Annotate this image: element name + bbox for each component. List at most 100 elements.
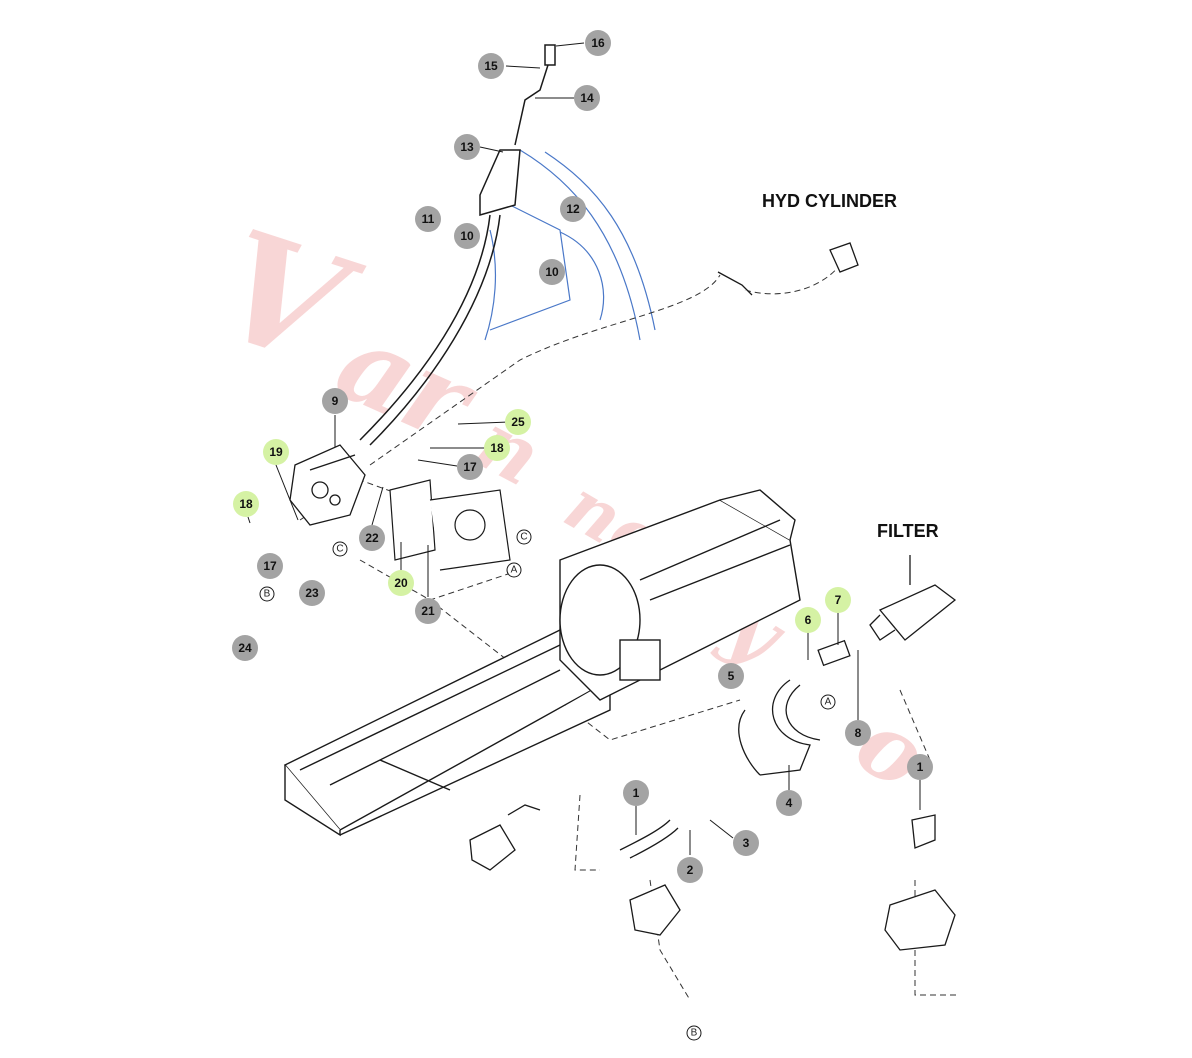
callout-circle	[825, 587, 851, 613]
connector-letter: B	[264, 589, 271, 600]
connector-circle	[820, 694, 836, 710]
callout-15: 15	[478, 53, 504, 79]
callout-10: 10	[454, 223, 480, 249]
callout-number: 24	[238, 641, 252, 655]
callout-number: 21	[421, 604, 435, 618]
callout-circle	[359, 525, 385, 551]
connector-letter: A	[825, 697, 832, 708]
callout-number: 17	[263, 559, 277, 573]
callout-number: 18	[490, 441, 504, 455]
pump-center	[619, 819, 681, 936]
connector-letter: C	[520, 532, 527, 543]
callout-number: 18	[239, 497, 253, 511]
callout-7: 7	[825, 587, 851, 613]
control-valve	[289, 444, 366, 526]
callout-number: 9	[332, 394, 339, 408]
callout-number: 7	[835, 593, 842, 607]
svg-text:ar: ar	[319, 296, 496, 469]
callout-19: 19	[263, 439, 289, 465]
connector-c: C	[332, 541, 348, 557]
callout-circle	[454, 223, 480, 249]
callout-21: 21	[415, 598, 441, 624]
connector-letter: A	[511, 565, 518, 576]
callout-markers: 1615141312111010925181719181722232021247…	[232, 30, 933, 883]
callout-16: 16	[585, 30, 611, 56]
callout-number: 1	[633, 786, 640, 800]
callout-circle	[907, 754, 933, 780]
pump-left	[469, 804, 541, 871]
connector-circle	[516, 529, 532, 545]
callout-circle	[560, 196, 586, 222]
callout-number: 17	[463, 460, 477, 474]
callout-number: 23	[305, 586, 319, 600]
callout-17: 17	[257, 553, 283, 579]
callout-23: 23	[299, 580, 325, 606]
leader-lines	[247, 42, 921, 855]
callout-2: 2	[677, 857, 703, 883]
connector-markers: C C A A B B	[259, 529, 836, 1041]
callout-8: 8	[845, 720, 871, 746]
connector-circle	[686, 1025, 702, 1041]
callout-25: 25	[505, 409, 531, 435]
cab-outline	[484, 149, 656, 341]
callout-18: 18	[484, 435, 510, 461]
connector-letter: B	[691, 1028, 698, 1039]
callout-circle	[585, 30, 611, 56]
callout-circle	[574, 85, 600, 111]
pump-right	[884, 814, 956, 951]
callout-circle	[232, 635, 258, 661]
connector-b: B	[259, 586, 275, 602]
callout-9: 9	[322, 388, 348, 414]
callout-circle	[457, 454, 483, 480]
callout-number: 25	[511, 415, 525, 429]
callout-1: 1	[623, 780, 649, 806]
callout-11: 11	[415, 206, 441, 232]
callout-13: 13	[454, 134, 480, 160]
callout-number: 6	[805, 613, 812, 627]
callout-circle	[322, 388, 348, 414]
callout-12: 12	[560, 196, 586, 222]
control-lever	[359, 44, 556, 446]
callout-circle	[677, 857, 703, 883]
hyd-cylinder-fitting	[717, 242, 859, 296]
connector-circle	[332, 541, 348, 557]
callout-circle	[623, 780, 649, 806]
filter-title: FILTER	[877, 521, 939, 541]
callout-number: 10	[460, 229, 474, 243]
callout-circle	[388, 570, 414, 596]
connector-a: A	[506, 562, 522, 578]
hyd-cylinder-title: HYD CYLINDER	[762, 191, 897, 211]
callout-number: 12	[566, 202, 580, 216]
callout-circle	[795, 607, 821, 633]
callout-22: 22	[359, 525, 385, 551]
callout-number: 22	[365, 531, 379, 545]
callout-10: 10	[539, 259, 565, 285]
callout-circle	[415, 206, 441, 232]
callout-6: 6	[795, 607, 821, 633]
callout-circle	[484, 435, 510, 461]
callout-24: 24	[232, 635, 258, 661]
callout-1: 1	[907, 754, 933, 780]
callout-circle	[233, 491, 259, 517]
callout-14: 14	[574, 85, 600, 111]
transmission-housing	[559, 489, 801, 701]
suction-hose	[738, 639, 851, 776]
callout-number: 15	[484, 59, 498, 73]
callout-number: 1	[917, 760, 924, 774]
filter-assembly	[869, 555, 957, 641]
callout-5: 5	[718, 663, 744, 689]
chassis-frame	[283, 629, 612, 837]
connector-a: A	[820, 694, 836, 710]
callout-number: 2	[687, 863, 694, 877]
svg-text:o: o	[838, 689, 945, 811]
connector-c: C	[516, 529, 532, 545]
callout-circle	[299, 580, 325, 606]
callout-17: 17	[457, 454, 483, 480]
callout-number: 20	[394, 576, 408, 590]
connector-circle	[259, 586, 275, 602]
bracket-plate	[389, 479, 511, 571]
callout-3: 3	[733, 830, 759, 856]
callout-number: 5	[728, 669, 735, 683]
